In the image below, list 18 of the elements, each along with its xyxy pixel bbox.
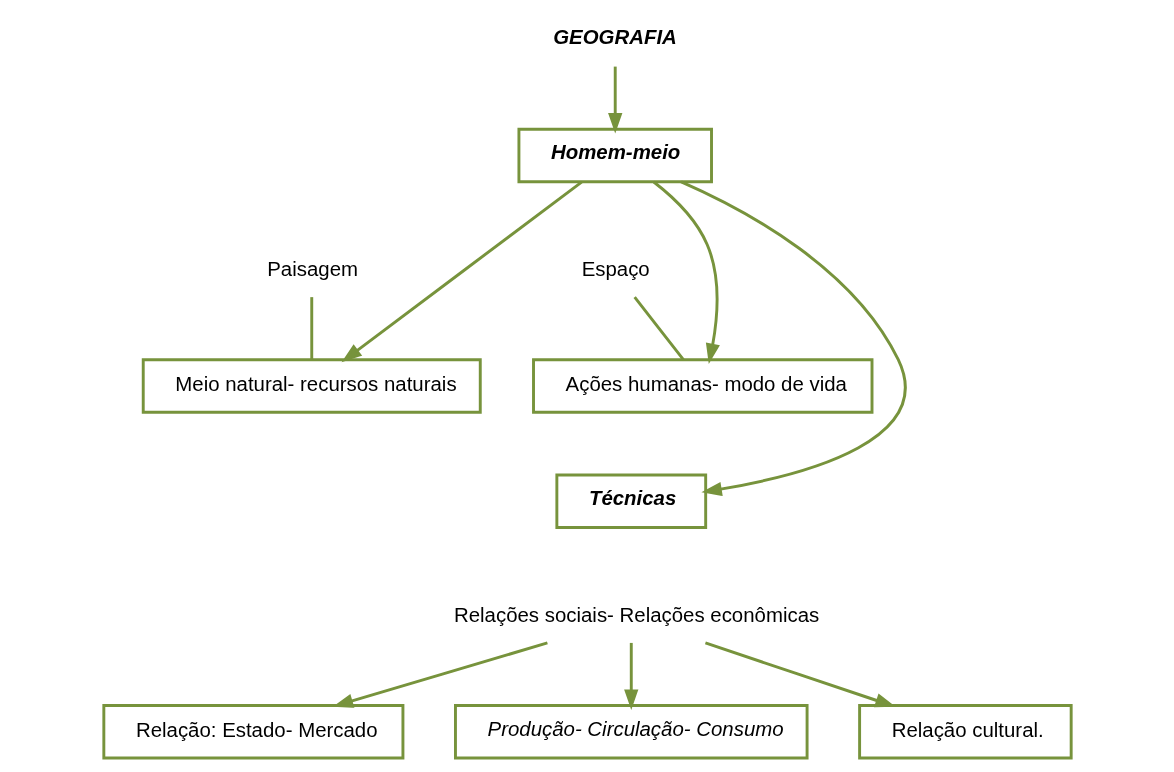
node-text: Relações sociais- Relações econômicas xyxy=(453,603,819,626)
node-text: Paisagem xyxy=(266,258,358,281)
node-box: Relação: Estado- Mercado xyxy=(101,704,404,760)
node-box: Ações humanas- modo de vida xyxy=(531,358,873,414)
node-box: Relação cultural. xyxy=(857,704,1073,760)
arrow xyxy=(341,181,582,363)
node-text: GEOGRAFIA xyxy=(552,26,677,49)
arrow xyxy=(607,66,622,134)
connector xyxy=(633,296,685,361)
node-box: Produção- Circulação- Consumo xyxy=(453,704,809,760)
node-box: Homem-meio xyxy=(516,127,713,184)
arrow xyxy=(623,642,638,710)
node-box: Técnicas xyxy=(554,473,707,529)
arrow xyxy=(680,180,906,497)
arrow xyxy=(652,180,720,364)
node-text: Espaço xyxy=(581,258,650,281)
connector xyxy=(309,297,313,360)
node-box: Meio natural- recursos naturais xyxy=(141,358,482,414)
